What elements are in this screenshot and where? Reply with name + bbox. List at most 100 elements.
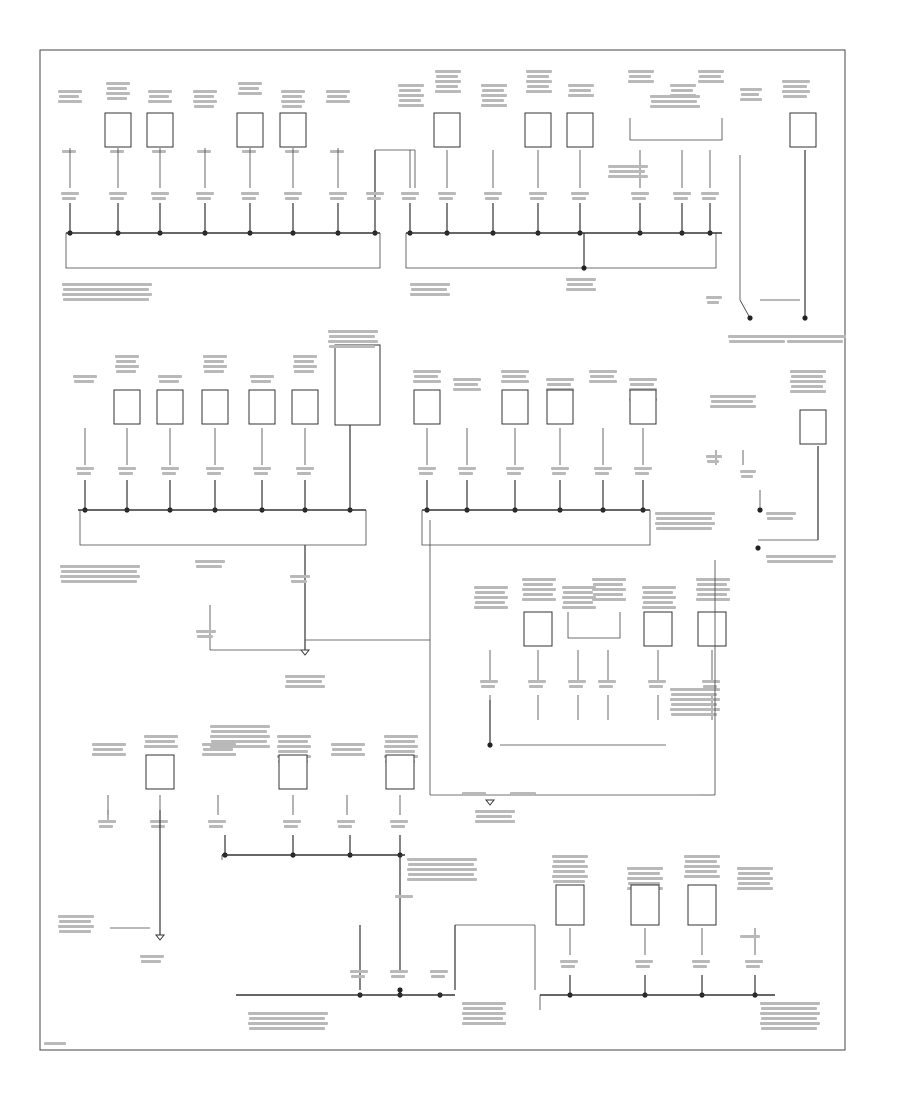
component-box xyxy=(413,389,441,425)
illegible-text xyxy=(203,365,227,368)
illegible-text xyxy=(642,606,676,609)
illegible-text xyxy=(635,960,653,963)
illegible-text xyxy=(59,930,91,933)
illegible-text xyxy=(366,192,384,195)
illegible-text xyxy=(148,90,172,93)
illegible-text xyxy=(291,580,307,583)
illegible-text xyxy=(162,472,176,475)
illegible-text xyxy=(522,578,556,581)
illegible-text xyxy=(590,375,614,378)
component-box xyxy=(566,112,594,148)
illegible-text xyxy=(740,470,756,473)
illegible-text xyxy=(692,960,710,963)
illegible-text xyxy=(670,688,720,691)
illegible-text xyxy=(328,340,378,343)
illegible-text xyxy=(398,94,424,97)
illegible-text xyxy=(286,680,322,683)
illegible-text xyxy=(526,70,552,73)
illegible-text xyxy=(284,825,298,828)
illegible-text xyxy=(671,89,693,92)
illegible-text xyxy=(553,860,585,863)
illegible-text xyxy=(407,858,477,861)
illegible-text xyxy=(408,873,474,876)
illegible-text xyxy=(398,84,424,87)
illegible-text xyxy=(501,380,529,383)
illegible-text xyxy=(766,512,796,515)
illegible-text xyxy=(282,95,302,98)
component-box xyxy=(279,112,307,148)
illegible-text xyxy=(628,80,654,83)
illegible-text xyxy=(414,375,438,378)
illegible-text xyxy=(462,1012,506,1015)
illegible-text xyxy=(656,517,712,520)
illegible-text xyxy=(115,355,139,358)
illegible-text xyxy=(698,70,724,73)
illegible-text xyxy=(560,960,578,963)
illegible-text xyxy=(350,970,368,973)
illegible-text xyxy=(696,588,730,591)
illegible-text xyxy=(410,283,450,286)
illegible-text xyxy=(62,150,76,153)
illegible-text xyxy=(527,85,549,88)
illegible-text xyxy=(651,100,697,103)
illegible-text xyxy=(685,860,717,863)
illegible-text xyxy=(242,197,256,200)
splice-dot xyxy=(581,265,587,271)
illegible-text xyxy=(140,955,164,958)
illegible-text xyxy=(760,1022,820,1025)
illegible-text xyxy=(196,630,216,633)
illegible-text xyxy=(62,197,76,200)
illegible-text xyxy=(746,965,760,968)
illegible-text xyxy=(407,878,477,881)
illegible-text xyxy=(110,150,124,153)
illegible-text xyxy=(790,390,826,393)
illegible-text xyxy=(463,1017,503,1020)
illegible-text xyxy=(481,685,495,688)
illegible-text xyxy=(783,85,807,88)
illegible-text xyxy=(569,89,591,92)
illegible-text xyxy=(791,385,823,388)
illegible-text xyxy=(670,698,720,701)
illegible-text xyxy=(628,872,660,875)
illegible-text xyxy=(453,388,481,391)
illegible-text xyxy=(482,89,504,92)
illegible-text xyxy=(92,753,126,756)
illegible-text xyxy=(413,370,441,373)
illegible-text xyxy=(476,815,512,818)
component-box xyxy=(546,389,574,425)
illegible-text xyxy=(454,383,478,386)
illegible-text xyxy=(60,565,140,568)
illegible-text xyxy=(475,810,515,813)
illegible-text xyxy=(326,100,350,103)
illegible-text xyxy=(436,75,458,78)
illegible-text xyxy=(767,560,833,563)
illegible-text xyxy=(627,867,663,870)
illegible-text xyxy=(528,680,546,683)
wire xyxy=(739,299,751,319)
illegible-text xyxy=(61,580,137,583)
component-box xyxy=(697,611,727,647)
illegible-text xyxy=(238,82,262,85)
illegible-text xyxy=(702,680,720,683)
illegible-text xyxy=(761,1027,817,1030)
illegible-text xyxy=(118,467,136,470)
illegible-text xyxy=(670,84,696,87)
illegible-text xyxy=(439,197,453,200)
illegible-text xyxy=(563,591,593,594)
illegible-text xyxy=(786,335,846,338)
illegible-text xyxy=(474,586,508,589)
illegible-text xyxy=(296,467,314,470)
illegible-text xyxy=(567,283,593,286)
illegible-text xyxy=(568,680,586,683)
illegible-text xyxy=(338,825,352,828)
illegible-text xyxy=(98,820,116,823)
illegible-text xyxy=(290,575,310,578)
illegible-text xyxy=(674,197,688,200)
splice-dot xyxy=(757,507,763,513)
illegible-text xyxy=(553,870,585,873)
illegible-text xyxy=(589,370,617,373)
illegible-text xyxy=(250,375,274,378)
illegible-text xyxy=(506,467,524,470)
illegible-text xyxy=(293,355,317,358)
illegible-text xyxy=(568,94,594,97)
